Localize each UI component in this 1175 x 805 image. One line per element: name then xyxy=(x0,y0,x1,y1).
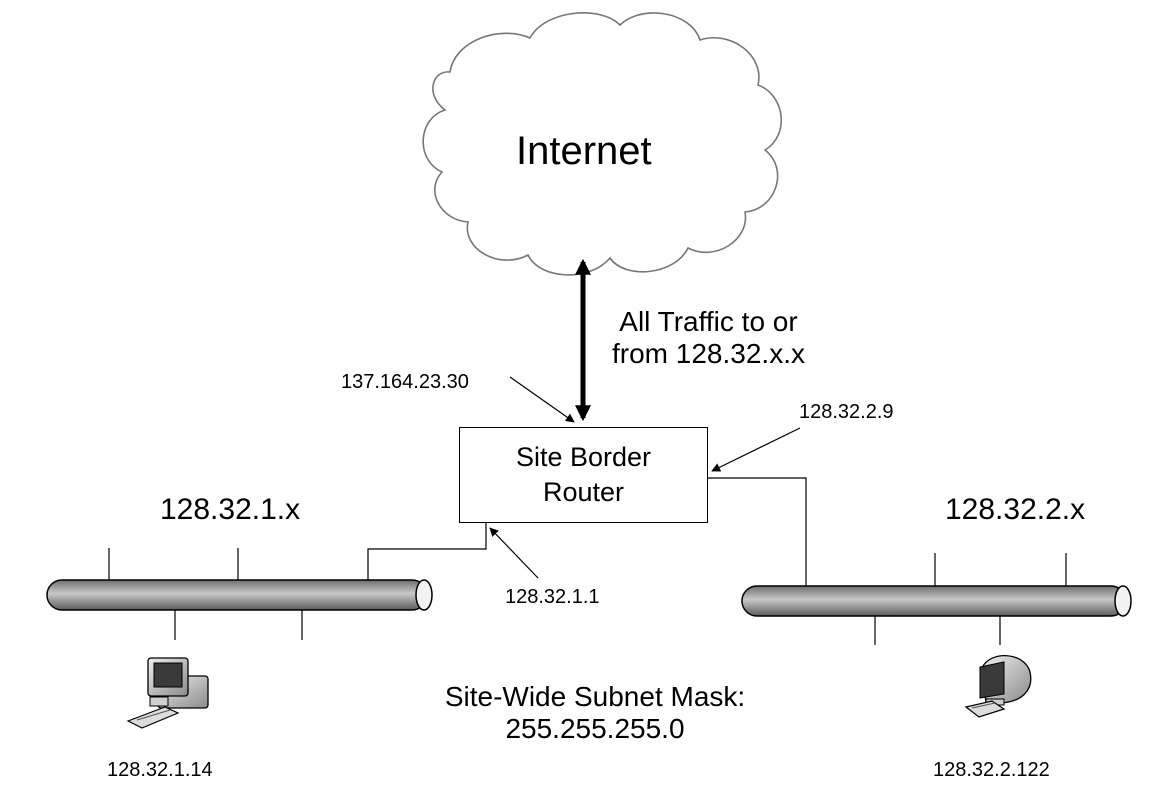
subnet2-gateway-pointer xyxy=(711,427,801,472)
subnet1-gateway-pointer xyxy=(489,527,539,579)
subnet-mask-title: Site-Wide Subnet Mask: xyxy=(444,681,746,712)
traffic-label: All Traffic to or from 128.32.x.x xyxy=(612,306,805,370)
workstation-computer-icon xyxy=(964,655,1032,718)
host-left-ip: 128.32.1.14 xyxy=(107,759,213,781)
subnet2-gateway-label: 128.32.2.9 xyxy=(799,401,894,423)
internet-cloud xyxy=(422,12,782,276)
host-right-ip: 128.32.2.122 xyxy=(933,759,1050,781)
subnet-mask-value: 255.255.255.0 xyxy=(505,713,685,745)
site-border-router: Site Border Router xyxy=(459,427,708,523)
subnet-left-label: 128.32.1.x xyxy=(160,493,301,526)
router-label: Site Border Router xyxy=(515,441,652,507)
subnet-right-label: 128.32.2.x xyxy=(945,493,1086,526)
subnet-right-backbone xyxy=(741,553,1132,645)
router-link-left xyxy=(367,523,487,580)
traffic-label-line1: All Traffic to or xyxy=(619,306,798,337)
traffic-label-line2: from 128.32.x.x xyxy=(612,338,805,370)
internet-label: Internet xyxy=(516,129,652,173)
router-link-right xyxy=(708,477,807,586)
subnet1-gateway-label: 128.32.1.1 xyxy=(505,586,600,608)
subnet-mask-label: Site-Wide Subnet Mask: 255.255.255.0 xyxy=(430,681,760,745)
external-ip-pointer xyxy=(509,376,575,423)
subnet-left-backbone xyxy=(46,548,433,640)
external-ip-label: 137.164.23.30 xyxy=(341,371,469,393)
desktop-computer-icon xyxy=(126,657,209,729)
